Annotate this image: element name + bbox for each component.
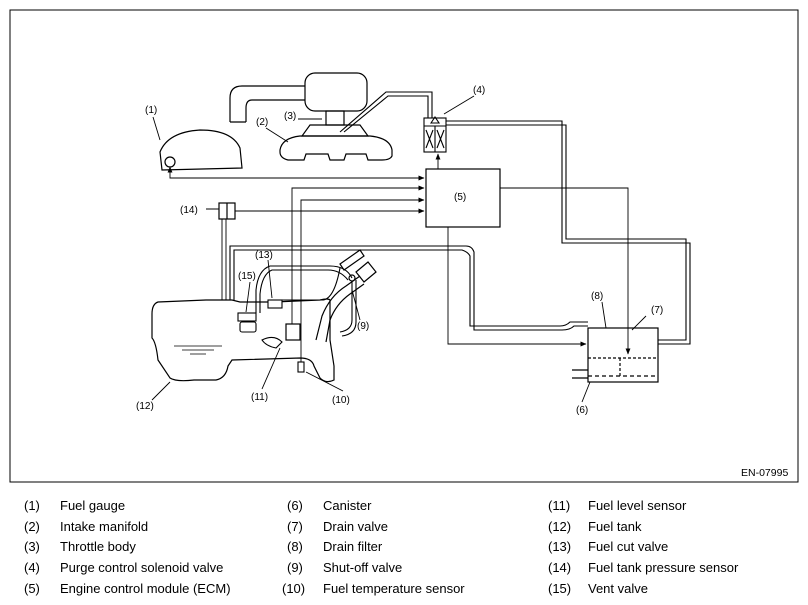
legend-label: Fuel gauge	[60, 498, 126, 513]
callout-2: (2)	[256, 117, 268, 128]
fuel-tank	[151, 298, 335, 383]
fuel-pump-module	[239, 321, 283, 349]
callout-1: (1)	[145, 105, 157, 116]
legend-number: (13)	[548, 539, 572, 554]
legend-number: (4)	[24, 560, 40, 575]
legend-label: Fuel tank	[588, 519, 642, 534]
callout-6: (6)	[576, 405, 588, 416]
figure-code: EN-07995	[741, 467, 788, 479]
legend-label: Fuel tank pressure sensor	[588, 560, 739, 575]
callout-5: (5)	[454, 192, 466, 203]
evap-system-diagram: (1) (2) (3) (4) (5) (14) (13) (15) (9) (…	[9, 9, 799, 483]
filler-neck	[315, 261, 377, 343]
legend-number: (5)	[24, 581, 40, 596]
callout-14: (14)	[180, 205, 198, 216]
legend-label: Drain filter	[323, 539, 383, 554]
throttle-body	[300, 110, 370, 137]
fuel-tank-pressure-sensor	[218, 202, 236, 220]
vent-valve	[237, 312, 257, 322]
callout-9: (9)	[357, 321, 369, 332]
legend-label: Throttle body	[60, 539, 136, 554]
purge-control-solenoid-valve	[423, 116, 447, 153]
callout-4: (4)	[473, 85, 485, 96]
air-cleaner-duct	[229, 72, 368, 123]
canister	[572, 327, 659, 383]
ecm-box	[425, 168, 501, 228]
intake-manifold	[279, 135, 393, 161]
legend-label: Vent valve	[588, 581, 648, 596]
legend-number: (11)	[548, 498, 571, 513]
legend-number: (14)	[548, 560, 572, 575]
legend-label: Intake manifold	[60, 519, 149, 534]
legend-number: (7)	[287, 519, 303, 534]
legend-number: (2)	[24, 519, 40, 534]
callout-8: (8)	[591, 291, 603, 302]
callout-11: (11)	[251, 392, 268, 403]
legend-label: Canister	[323, 498, 372, 513]
callout-7: (7)	[651, 305, 663, 316]
legend-label: Fuel cut valve	[588, 539, 669, 554]
legend-label: Fuel temperature sensor	[323, 581, 465, 596]
legend-label: Engine control module (ECM)	[60, 581, 231, 596]
legend-number: (12)	[548, 519, 572, 534]
fuel-level-sensor	[285, 323, 301, 341]
callout-3: (3)	[284, 111, 296, 122]
legend-number: (15)	[548, 581, 572, 596]
legend-number: (10)	[282, 581, 306, 596]
fuel-gauge	[159, 129, 243, 171]
signal-lines	[151, 95, 647, 403]
legend-label: Drain valve	[323, 519, 389, 534]
evap-hoses	[229, 91, 691, 345]
callout-10: (10)	[332, 395, 350, 406]
legend-number: (8)	[287, 539, 303, 554]
figure-frame	[9, 9, 799, 483]
callout-15: (15)	[238, 271, 256, 282]
legend-number: (6)	[287, 498, 303, 513]
legend-label: Purge control solenoid valve	[60, 560, 224, 575]
legend-number: (9)	[287, 560, 303, 575]
legend-label: Shut-off valve	[323, 560, 403, 575]
shut-off-valve	[339, 249, 365, 282]
fuel-temperature-sensor	[297, 361, 305, 373]
callout-12: (12)	[136, 401, 154, 412]
legend-number: (1)	[24, 498, 40, 513]
legend: (1) Fuel gauge (2) Intake manifold (3) T…	[0, 496, 808, 601]
callout-13: (13)	[255, 250, 273, 261]
legend-label: Fuel level sensor	[588, 498, 687, 513]
fuel-cut-valve	[267, 299, 283, 309]
legend-number: (3)	[24, 539, 40, 554]
